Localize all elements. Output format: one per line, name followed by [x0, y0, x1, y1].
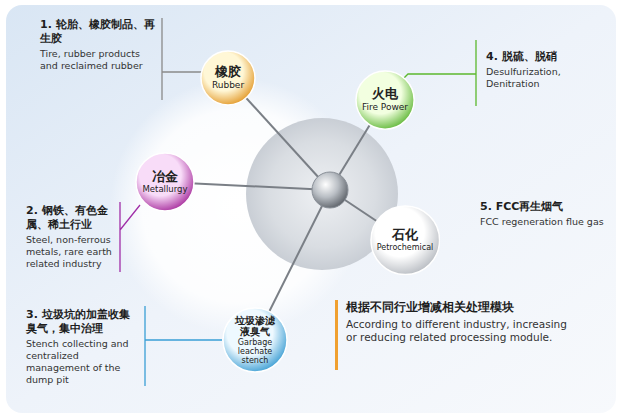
- industry-circle: 橡胶Rubber: [200, 50, 256, 106]
- glow-circle: [110, 78, 366, 334]
- hub-sphere: [312, 172, 348, 208]
- circle-text-block: 冶金Metallurgy: [143, 170, 188, 195]
- callout-text: According to different industry, increas…: [346, 318, 576, 344]
- callout-heading: 根据不同行业增减相关处理模块: [346, 300, 576, 315]
- circle-subtitle: Garbage leachate stench: [232, 338, 278, 366]
- industry-circle: 垃圾渗滤液臭气Garbage leachate stench: [222, 307, 288, 373]
- circle-fill: [371, 206, 440, 275]
- callout-text: Steel, non-ferrous metals, rare earth re…: [26, 234, 116, 270]
- circle-fill: [356, 71, 414, 129]
- callout-heading: 4. 脱硫、脱硝: [486, 50, 608, 64]
- leader-lines: [120, 18, 476, 386]
- circle-text-block: 石化Petrochemical: [377, 228, 434, 252]
- circle-title: 石化: [377, 228, 434, 243]
- industry-circle: 火电Fire Power: [355, 70, 415, 130]
- circle-text-block: 火电Fire Power: [362, 87, 408, 112]
- callout-heading: 5. FCC再生烟气: [480, 200, 612, 214]
- callout-text: FCC regeneration flue gas: [480, 216, 612, 228]
- circle-text-block: 垃圾渗滤液臭气Garbage leachate stench: [232, 315, 278, 366]
- circle-title: 冶金: [143, 170, 188, 185]
- circle-text-block: 橡胶Rubber: [212, 65, 244, 90]
- circle-title: 橡胶: [212, 65, 244, 80]
- panel: [6, 5, 616, 413]
- callout-heading: 1. 轮胎、橡胶制品、再生胶: [40, 18, 156, 46]
- note-bar: [335, 300, 338, 370]
- circle-title: 垃圾渗滤液臭气: [232, 315, 278, 338]
- circle-subtitle: Fire Power: [362, 102, 408, 112]
- callout-heading: 3. 垃圾坑的加盖收集臭气，集中治理: [26, 308, 138, 336]
- industry-circle: 冶金Metallurgy: [135, 152, 195, 212]
- callout-text: Tire, rubber products and reclaimed rubb…: [40, 48, 152, 72]
- circle-title: 火电: [362, 87, 408, 102]
- callout-heading: 2. 钢铁、有色金属、稀土行业: [26, 204, 114, 232]
- circle-subtitle: Petrochemical: [377, 243, 434, 252]
- circle-subtitle: Metallurgy: [143, 185, 188, 195]
- circle-fill: [223, 308, 287, 372]
- callout-text: Desulfurization, Denitration: [486, 66, 608, 90]
- circle-fill: [201, 51, 255, 105]
- callout-text: Stench collecting and centralized manage…: [26, 338, 138, 386]
- industry-circle: 石化Petrochemical: [370, 205, 441, 276]
- circle-subtitle: Rubber: [212, 80, 244, 90]
- circle-fill: [136, 153, 194, 211]
